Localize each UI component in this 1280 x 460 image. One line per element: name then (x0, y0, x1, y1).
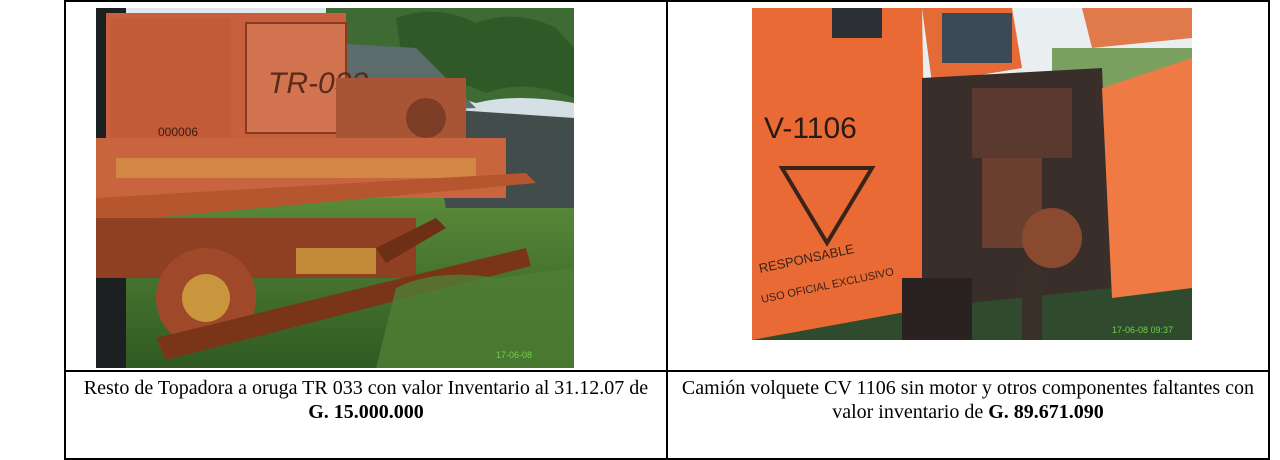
caption-truck: Camión volquete CV 1106 sin motor y otro… (676, 376, 1260, 424)
table-border-right (1268, 0, 1270, 460)
caption-bulldozer-value: G. 15.000.000 (308, 401, 424, 423)
caption-bulldozer-text: Resto de Topadora a oruga TR 033 con val… (83, 377, 649, 399)
bulldozer-photo-drawing: TR-033 000006 17-06-08 (96, 8, 574, 368)
photo-timestamp-2: 17-06-08 09:37 (1112, 325, 1173, 335)
table-column-divider (666, 0, 668, 460)
caption-truck-text: Camión volquete CV 1106 sin motor y otro… (681, 377, 1255, 423)
painted-code-v1106: V-1106 (764, 112, 857, 145)
truck-photo-drawing: V-1106 RESPONSABLE USO OFICIAL EXCLUSIVO… (752, 8, 1192, 340)
photo-truck-cv1106: V-1106 RESPONSABLE USO OFICIAL EXCLUSIVO… (752, 8, 1192, 340)
table-border-left (64, 0, 66, 460)
caption-bulldozer: Resto de Topadora a oruga TR 033 con val… (74, 376, 658, 424)
photo-timestamp: 17-06-08 (496, 350, 532, 360)
painted-serial-000006: 000006 (158, 125, 198, 139)
caption-truck-value: G. 89.671.090 (988, 401, 1104, 423)
document-table: TR-033 000006 17-06-08 (64, 0, 1270, 460)
photo-bulldozer-tr033: TR-033 000006 17-06-08 (96, 8, 574, 368)
